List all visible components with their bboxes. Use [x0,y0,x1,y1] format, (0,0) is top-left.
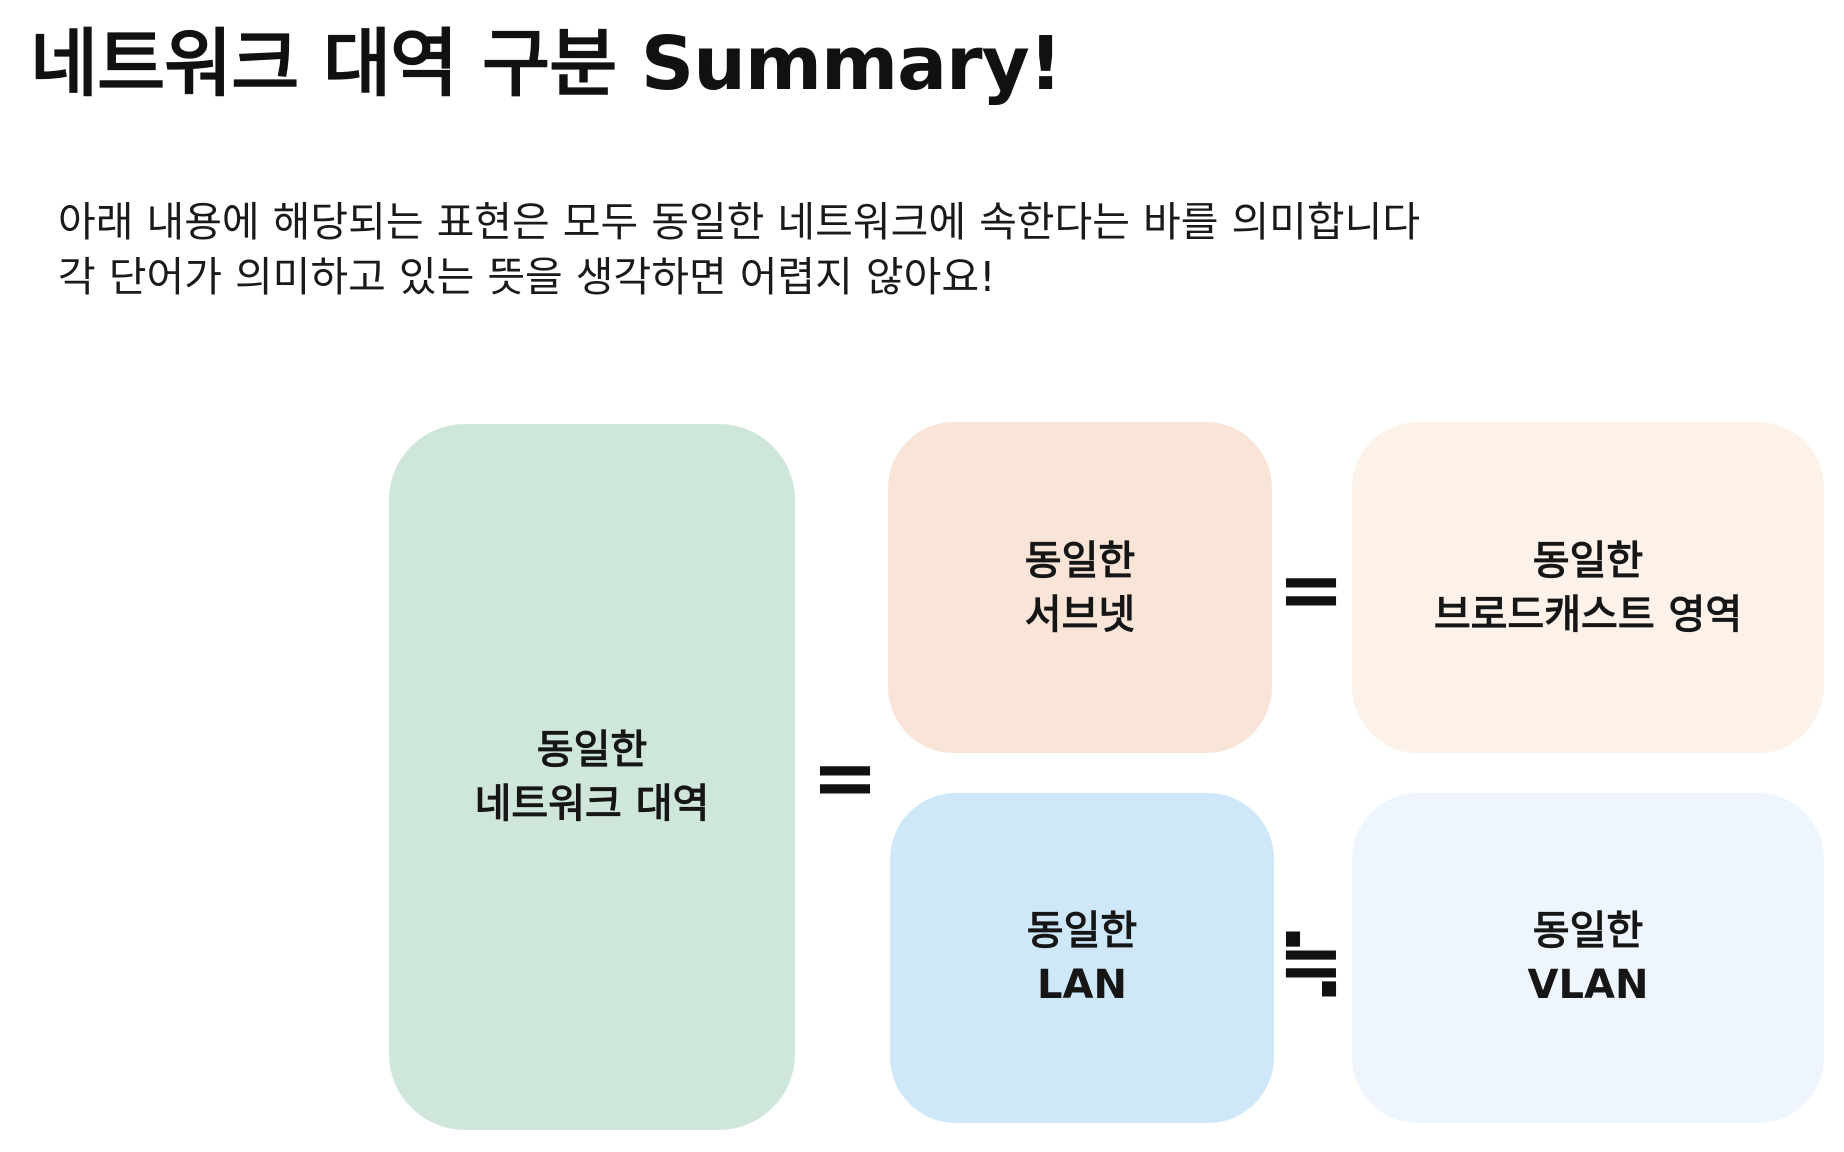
page-title: 네트워크 대역 구분 Summary! [30,21,1063,107]
network-band-box: 동일한 네트워크 대역 [389,424,795,1130]
network-band-line1: 동일한 [536,727,648,773]
subnet-line2: 서브넷 [1024,591,1136,638]
description-line-2: 각 단어가 의미하고 있는 뜻을 생각하면 어렵지 않아요! [58,253,996,301]
subnet-box: 동일한 서브넷 [888,422,1272,753]
main-equals-sign: = [811,731,879,824]
subnet-line1: 동일한 [1024,537,1136,584]
vlan-line1: 동일한 [1532,908,1644,954]
lan-line1: 동일한 [1026,908,1138,954]
description: 아래 내용에 해당되는 표현은 모두 동일한 네트워크에 속한다는 바를 의미합… [58,195,1420,305]
broadcast-line2: 브로드캐스트 영역 [1433,591,1743,638]
broadcast-line1: 동일한 [1532,537,1644,584]
vlan-box: 동일한 VLAN [1352,793,1824,1123]
broadcast-domain-box: 동일한 브로드캐스트 영역 [1352,422,1824,753]
approx-equals-sign: ≒ [1277,915,1345,1008]
subnet-equals-sign: = [1277,543,1345,636]
vlan-line2: VLAN [1527,962,1649,1008]
description-line-1: 아래 내용에 해당되는 표현은 모두 동일한 네트워크에 속한다는 바를 의미합… [58,198,1421,246]
lan-box: 동일한 LAN [890,793,1274,1123]
network-band-line2: 네트워크 대역 [474,781,710,827]
lan-line2: LAN [1037,962,1127,1008]
